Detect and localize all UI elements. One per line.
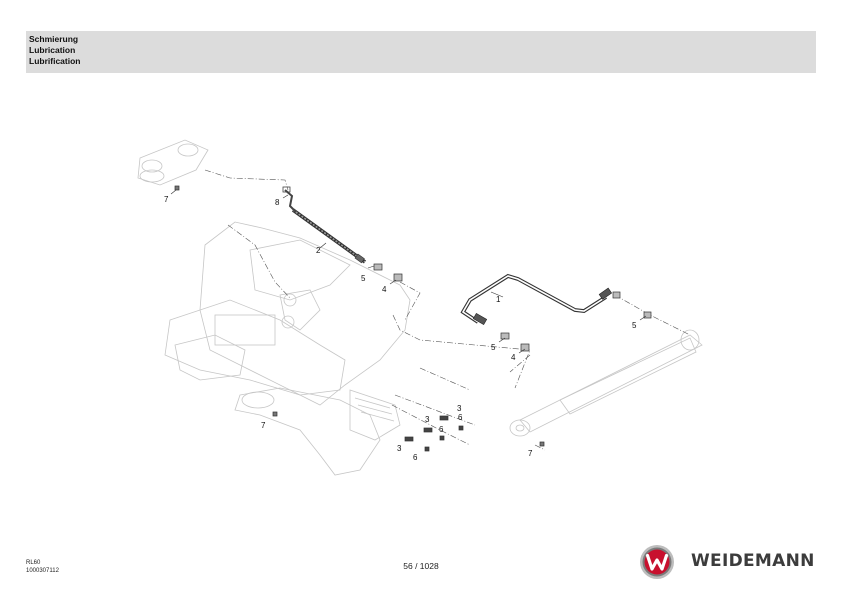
callout-7-a: 7 [164, 195, 169, 204]
fittings [174, 185, 652, 452]
loader-frame-illustration [137, 139, 703, 476]
callout-5-a: 5 [361, 274, 366, 283]
title-english: Lubrication [29, 45, 76, 55]
callout-7-c: 7 [528, 449, 533, 458]
callout-7-b: 7 [261, 421, 266, 430]
page-number: 56 / 1028 [403, 561, 439, 571]
callout-2: 2 [316, 246, 321, 255]
assembly-leader-lines [204, 169, 691, 451]
callout-ticks [170, 189, 647, 354]
callout-4-a: 4 [382, 285, 387, 294]
callout-8: 8 [275, 198, 280, 207]
callout-3-a: 3 [457, 404, 462, 413]
callout-6-c: 6 [413, 453, 418, 462]
machine-model: RL60 [26, 560, 41, 566]
brand-wordmark: WEIDEMANN [691, 551, 815, 571]
lube-pipe-1 [460, 273, 613, 326]
callout-1: 1 [496, 295, 501, 304]
page-header: Schmierung Lubrication Lubrification [26, 31, 816, 73]
callout-3-c: 3 [397, 444, 402, 453]
title-german: Schmierung [29, 34, 79, 44]
callout-5-b: 5 [491, 343, 496, 352]
callout-numbers: 1 2 3 3 3 4 4 5 5 5 6 6 6 7 7 7 8 [164, 195, 637, 462]
header-titles: Schmierung Lubrication Lubrification [29, 34, 80, 67]
callout-5-c: 5 [632, 321, 637, 330]
lube-hose-2 [282, 186, 367, 264]
callout-6-b: 6 [439, 425, 444, 434]
document-number: 1000307112 [26, 567, 59, 574]
callout-4-b: 4 [511, 353, 516, 362]
callout-6-a: 6 [458, 413, 463, 422]
weidemann-w-emblem-icon [640, 545, 674, 579]
callout-3-b: 3 [425, 415, 430, 424]
document-reference: RL60 1000307112 [26, 560, 59, 575]
title-french: Lubrification [29, 56, 81, 66]
